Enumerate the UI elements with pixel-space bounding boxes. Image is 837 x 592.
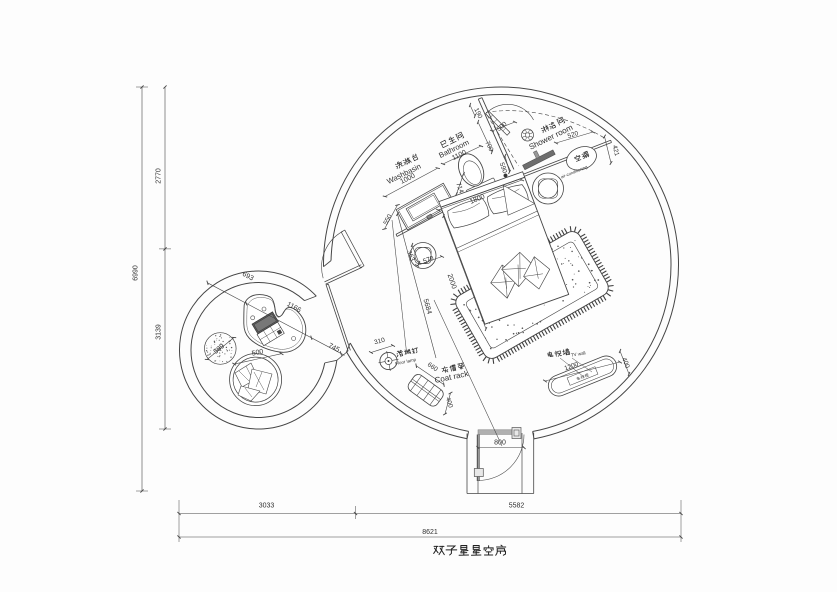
- svg-text:2000: 2000: [446, 273, 458, 290]
- svg-text:550: 550: [382, 213, 393, 226]
- svg-text:8621: 8621: [422, 529, 438, 536]
- svg-text:745: 745: [327, 342, 341, 354]
- svg-text:400: 400: [444, 396, 454, 409]
- svg-text:520: 520: [567, 130, 580, 140]
- svg-text:500: 500: [251, 348, 264, 357]
- svg-text:421: 421: [611, 145, 621, 158]
- svg-text:310: 310: [373, 337, 386, 347]
- svg-text:400: 400: [620, 357, 631, 370]
- svg-text:590: 590: [498, 162, 508, 175]
- svg-text:363: 363: [405, 250, 416, 263]
- svg-text:6990: 6990: [133, 265, 140, 281]
- svg-text:5582: 5582: [509, 503, 525, 510]
- svg-text:5684: 5684: [421, 298, 432, 315]
- svg-text:800: 800: [494, 440, 506, 447]
- svg-text:Floor lamp: Floor lamp: [395, 357, 417, 366]
- svg-text:714: 714: [454, 182, 464, 195]
- svg-text:693: 693: [241, 271, 255, 283]
- svg-text:190: 190: [472, 107, 483, 120]
- svg-text:TV wall: TV wall: [571, 350, 586, 357]
- svg-text:3139: 3139: [156, 324, 163, 340]
- svg-text:700: 700: [483, 140, 494, 153]
- svg-text:3033: 3033: [259, 503, 275, 510]
- svg-text:2770: 2770: [156, 168, 163, 184]
- svg-text:1200: 1200: [563, 361, 579, 373]
- svg-text:570: 570: [422, 255, 435, 265]
